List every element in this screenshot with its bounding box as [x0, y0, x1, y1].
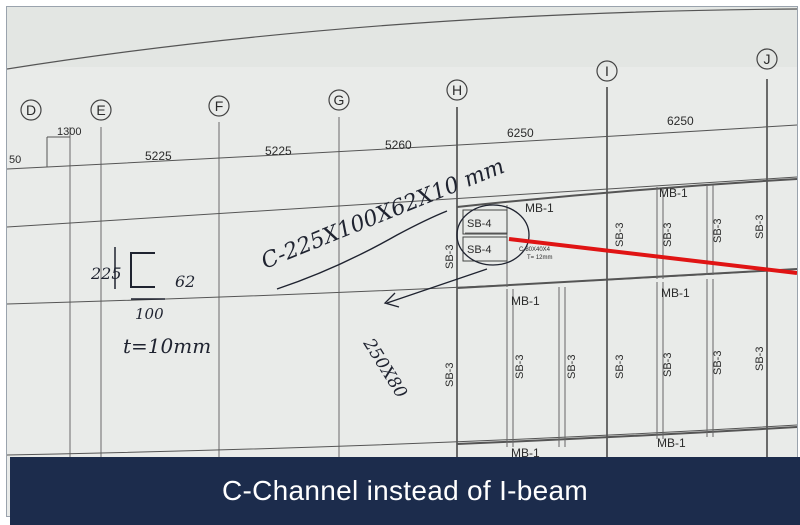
grid-label-j: J [764, 51, 771, 67]
handwritten-underline [276, 210, 448, 290]
grid-label-h: H [452, 82, 462, 98]
caption-text: C-Channel instead of I-beam [221, 475, 589, 506]
label-sb3-i: SB-3 [614, 355, 626, 379]
handwritten-225: 225 [90, 264, 122, 283]
label-sb3-h: SB-3 [566, 355, 578, 379]
grid-label-e: E [96, 102, 105, 118]
dim-6250-a: 6250 [507, 126, 534, 140]
dim-1300: 1300 [57, 126, 81, 138]
label-sb3-l: SB-3 [754, 347, 766, 371]
label-sb3-a: SB-3 [444, 245, 456, 269]
handwritten-circle [456, 204, 530, 266]
label-sb3-e: SB-3 [754, 215, 766, 239]
handwritten-100: 100 [135, 305, 164, 323]
label-sb3-g: SB-3 [514, 355, 526, 379]
label-sb3-c: SB-3 [662, 223, 674, 247]
drawing-photo: D E F G H I J 1300 50 5225 5225 5260 625… [6, 6, 798, 517]
caption-bar: C-Channel instead of I-beam [10, 457, 800, 525]
dim-6250-b: 6250 [667, 114, 694, 128]
structural-drawing: D E F G H I J 1300 50 5225 5225 5260 625… [7, 7, 797, 516]
label-sb3-f: SB-3 [444, 363, 456, 387]
dim-50: 50 [9, 154, 21, 166]
grid-label-f: F [215, 98, 224, 114]
dim-5225-a: 5225 [145, 149, 172, 163]
label-mb1-a: MB-1 [525, 201, 554, 215]
handwritten-thickness: t=10mm [123, 334, 211, 358]
label-mb1-b: MB-1 [659, 186, 688, 200]
label-mb1-f: MB-1 [657, 436, 686, 450]
grid-label-d: D [26, 102, 36, 118]
label-mb1-c: MB-1 [511, 294, 540, 308]
tiny-note-2: T= 12mm [527, 255, 553, 261]
label-sb4-b: SB-4 [467, 244, 491, 256]
label-mb1-d: MB-1 [661, 286, 690, 300]
label-sb4-a: SB-4 [467, 218, 491, 230]
dim-5225-b: 5225 [265, 144, 292, 158]
label-sb3-d: SB-3 [712, 219, 724, 243]
label-sb3-k: SB-3 [712, 351, 724, 375]
red-pointer-line [508, 237, 797, 275]
tiny-note-1: C-80X40X4 [519, 247, 551, 253]
label-sb3-j: SB-3 [662, 353, 674, 377]
label-mb1-e: MB-1 [511, 446, 540, 460]
grid-label-g: G [334, 92, 345, 108]
handwritten-arrow [383, 268, 488, 308]
grid-label-i: I [605, 63, 609, 79]
dim-5260: 5260 [385, 138, 412, 152]
channel-sketch [130, 252, 155, 288]
label-sb3-b: SB-3 [614, 223, 626, 247]
handwritten-62: 62 [175, 272, 195, 291]
